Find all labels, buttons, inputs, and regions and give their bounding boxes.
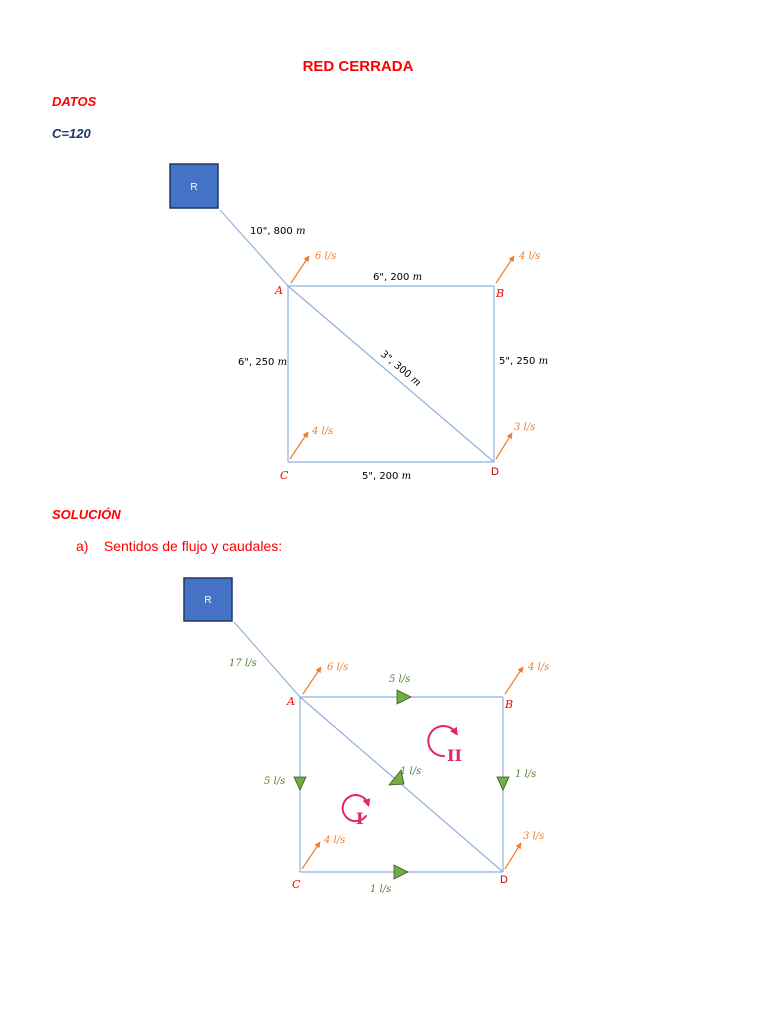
pipe-label-b-d: 5", 250 m — [499, 356, 548, 367]
loop-2-label: II — [447, 746, 462, 765]
flow-a-b-label: 5 l/s — [389, 674, 410, 685]
pipe-unit-a-c: m — [278, 357, 287, 368]
pipe-a-d — [287, 285, 495, 463]
demand-arrow-icon — [302, 666, 322, 695]
pipe-spec-c-d: 5", 200 — [362, 471, 402, 482]
pipe-unit-r-a: m — [296, 226, 305, 237]
pipe-spec-a-b: 6", 200 — [373, 272, 413, 283]
node-b-label: B — [504, 698, 513, 711]
reservoir-label: R — [204, 595, 211, 606]
flow-direction-triangle-icon — [393, 864, 409, 880]
reservoir-label: R — [190, 182, 197, 193]
item-a-text: Sentidos de flujo y caudales: — [103, 538, 283, 554]
pipe-label-a-b: 6", 200 m — [373, 272, 422, 283]
pipe-unit-a-b: m — [413, 272, 422, 283]
demand-c-label: 4 l/s — [311, 426, 333, 437]
pipe-spec-a-d: 3", 300 — [378, 349, 415, 383]
loop-rotation-arrow-icon — [341, 794, 371, 823]
demand-arrow-icon — [495, 255, 515, 284]
node-d-label: D — [491, 466, 499, 478]
network-diagram-solution: R 17 l/s 5 l/s 5 l/s 1 l/s 1 l/s 1 l/s 6… — [183, 577, 549, 895]
demand-arrow-icon — [495, 432, 513, 460]
flow-a-c-label: 5 l/s — [264, 776, 285, 787]
solucion-heading: SOLUCIÓN — [52, 507, 121, 522]
demand-arrow-icon — [504, 842, 522, 870]
demand-a-label: 6 l/s — [315, 251, 336, 262]
node-b-label: B — [495, 287, 504, 300]
demand-d-label: 3 l/s — [514, 422, 535, 433]
pipe-spec-a-c: 6", 250 — [238, 357, 278, 368]
node-c-label: C — [280, 469, 289, 482]
demand-a-label: 6 l/s — [327, 662, 348, 673]
node-c-label: C — [292, 878, 301, 891]
reservoir-box — [169, 163, 219, 209]
demand-b-label: 4 l/s — [527, 662, 549, 673]
pipe-r-a — [233, 621, 301, 698]
item-a: a) Sentidos de flujo y caudales: — [76, 538, 282, 554]
demand-arrow-icon — [289, 431, 309, 460]
demand-c-label: 4 l/s — [323, 835, 345, 846]
loop-1-label: I — [356, 809, 363, 828]
pipe-unit-b-d: m — [539, 356, 548, 367]
flow-a-d-label: 1 l/s — [400, 766, 421, 777]
demand-b-label: 4 l/s — [518, 251, 540, 262]
flow-b-d-label: 1 l/s — [515, 769, 536, 780]
flow-direction-triangle-icon — [293, 776, 307, 791]
demand-arrow-icon — [504, 666, 524, 695]
reservoir-box — [183, 577, 233, 622]
flow-r-a-label: 17 l/s — [229, 658, 257, 669]
pipe-r-a — [219, 209, 289, 287]
flow-direction-triangle-icon — [496, 776, 510, 791]
pipe-label-c-d: 5", 200 m — [362, 471, 411, 482]
pipe-label-r-a: 10", 800 m — [250, 226, 305, 237]
loop-rotation-arrow-icon — [427, 725, 458, 758]
demand-arrow-icon — [301, 841, 321, 870]
node-a-label: A — [274, 284, 283, 297]
pipe-spec-r-a: 10", 800 — [250, 226, 296, 237]
pipe-unit-c-d: m — [402, 471, 411, 482]
network-diagram-data: R 10", 800 m 6", 200 m 6", 250 m 5", 250… — [169, 163, 548, 482]
pipe-spec-b-d: 5", 250 — [499, 356, 539, 367]
flow-c-d-label: 1 l/s — [370, 884, 391, 895]
flow-direction-triangle-icon — [388, 769, 405, 786]
page-title: RED CERRADA — [302, 58, 414, 75]
pipe-label-a-c: 6", 250 m — [238, 357, 287, 368]
demand-d-label: 3 l/s — [523, 831, 544, 842]
node-d-label: D — [500, 874, 508, 886]
flow-direction-triangle-icon — [396, 689, 412, 705]
demand-arrow-icon — [290, 255, 310, 284]
c-value: C=120 — [52, 126, 91, 141]
node-a-label: A — [286, 695, 295, 708]
item-a-label: a) — [76, 538, 89, 554]
datos-heading: DATOS — [52, 94, 97, 109]
